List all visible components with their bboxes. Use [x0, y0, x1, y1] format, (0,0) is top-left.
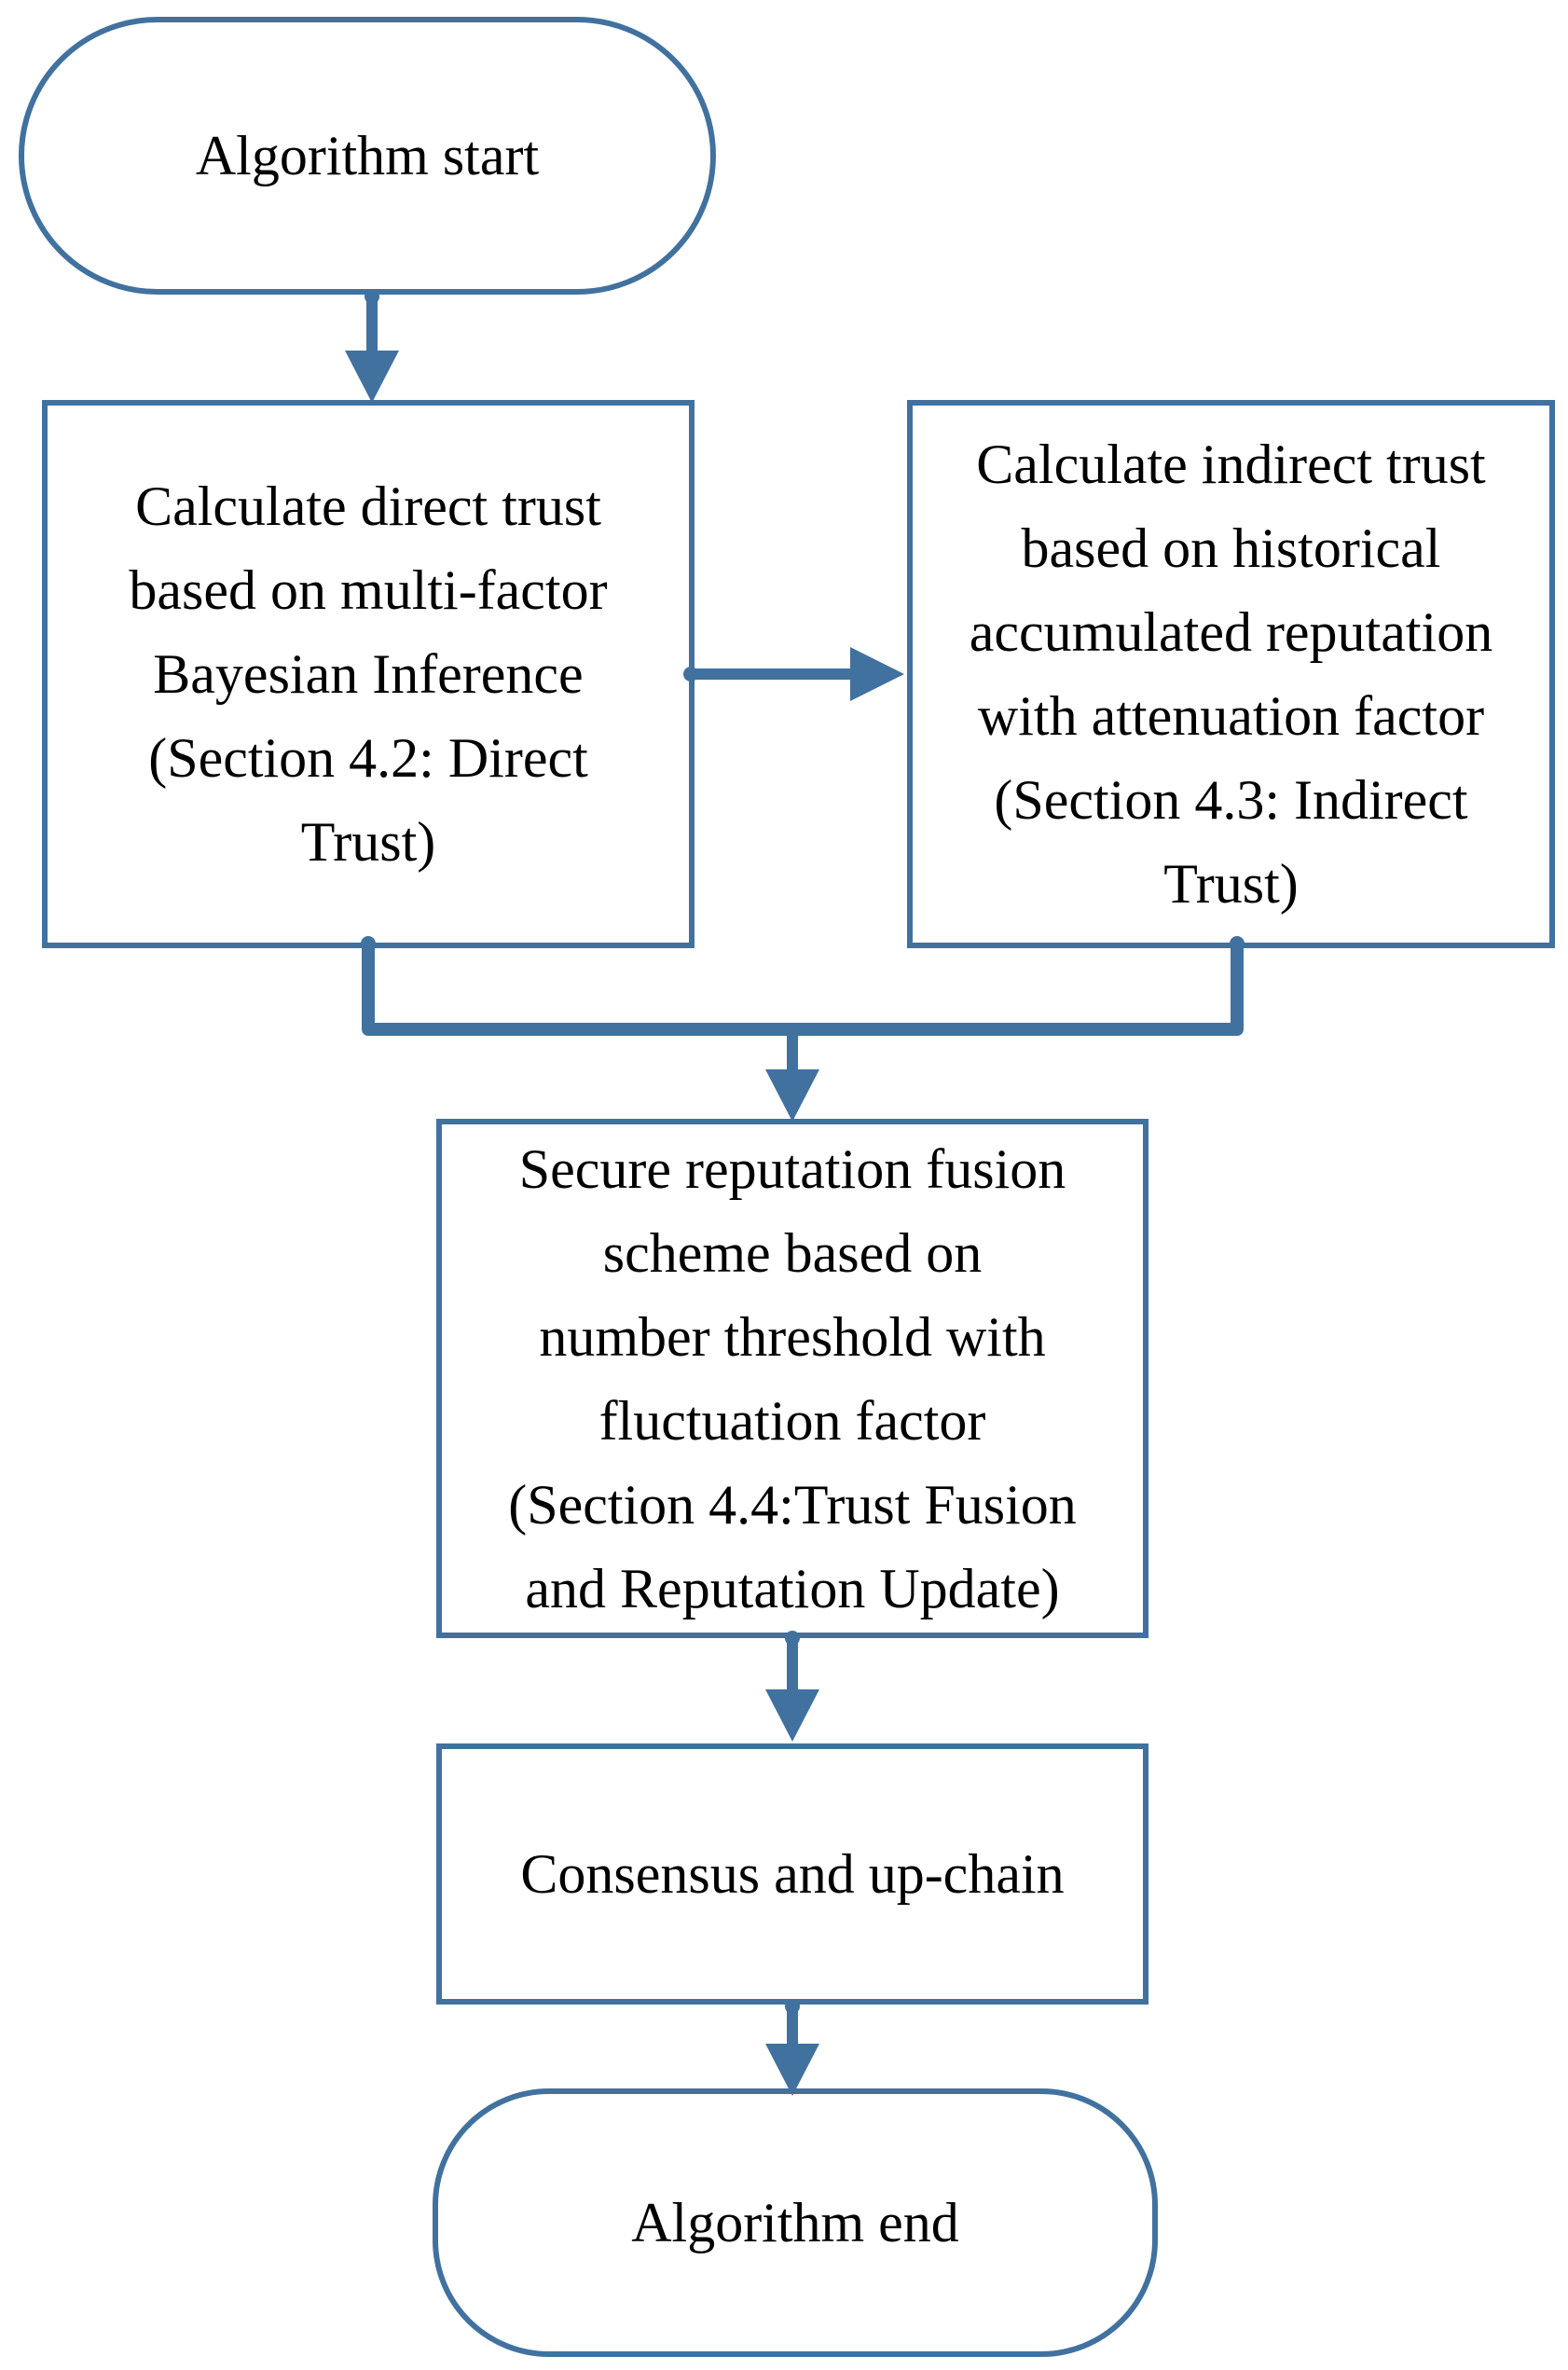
- merge-bar: [362, 1023, 1244, 1036]
- arrowhead-down-icon: [765, 1069, 819, 1122]
- flow-node-reputation-fusion: Secure reputation fusion scheme based on…: [436, 1119, 1148, 1638]
- connector-line-from-direct: [362, 944, 375, 1029]
- flow-node-direct-trust: Calculate direct trust based on multi-fa…: [42, 400, 695, 948]
- flow-node-indirect-trust: Calculate indirect trust based on histor…: [907, 400, 1555, 948]
- arrowhead-down-icon: [765, 2044, 819, 2096]
- arrow-shaft: [787, 2005, 798, 2046]
- flow-node-consensus-upchain: Consensus and up-chain: [436, 1743, 1148, 2005]
- arrowhead-down-icon: [345, 351, 399, 403]
- connector-line-from-indirect: [1231, 944, 1244, 1029]
- arrowhead-right-icon: [850, 647, 904, 701]
- flow-node-algorithm-start: Algorithm start: [19, 17, 716, 295]
- arrow-shaft: [787, 1036, 798, 1073]
- flow-node-algorithm-end: Algorithm end: [433, 2088, 1158, 2357]
- arrowhead-down-icon: [765, 1689, 819, 1742]
- arrow-shaft: [366, 295, 378, 352]
- arrow-shaft: [687, 668, 853, 680]
- arrow-shaft: [787, 1636, 798, 1690]
